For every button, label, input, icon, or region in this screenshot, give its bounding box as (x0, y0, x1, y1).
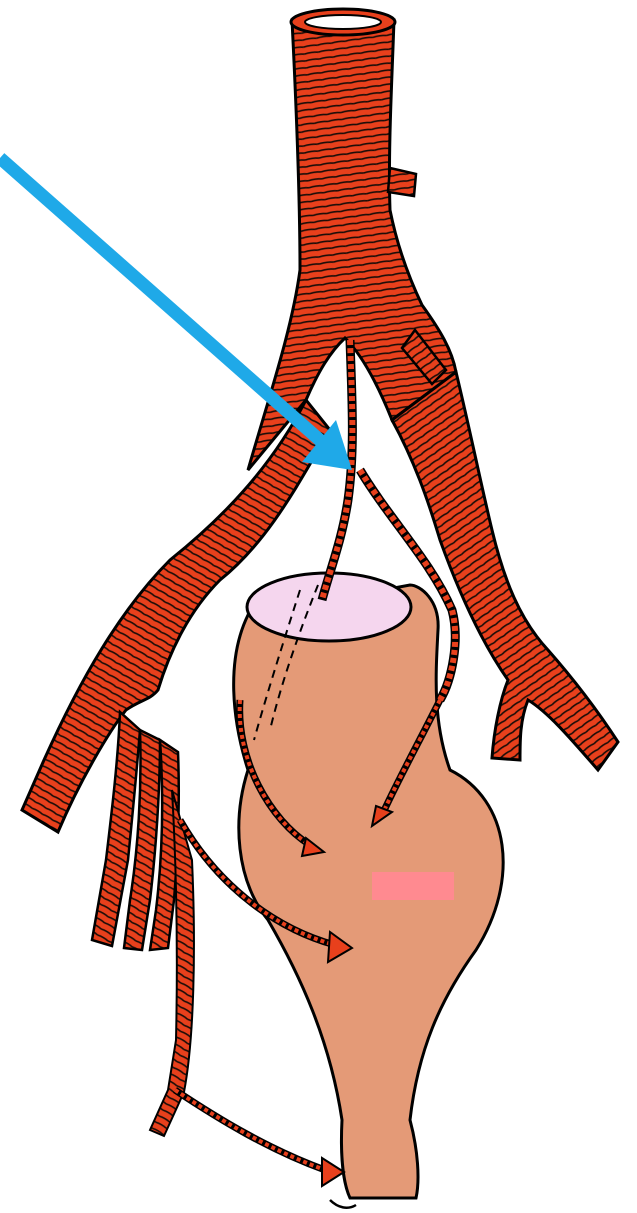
flow-arrow-lower (175, 1090, 344, 1186)
arrowhead-icon (322, 1158, 344, 1186)
highlight-patch (372, 872, 454, 900)
organ-body (234, 573, 504, 1208)
